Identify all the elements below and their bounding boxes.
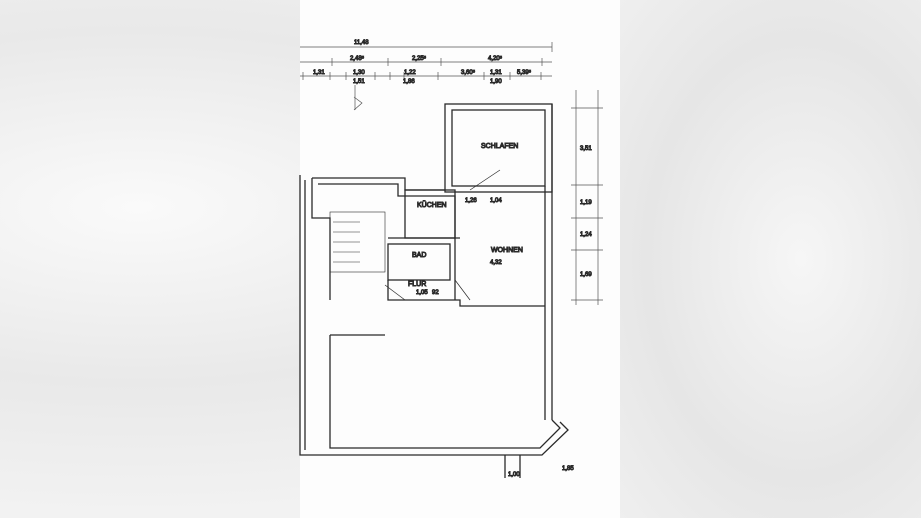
room-label-schlafen: SCHLAFEN: [481, 143, 518, 150]
blurred-background-right: [620, 0, 921, 518]
room-label-wohnen: WOHNEN: [491, 247, 523, 254]
dim-row2: 5,39⁵: [517, 69, 532, 76]
dim-row2: 1,30: [353, 70, 365, 76]
dim-row2: 3,60⁵: [461, 69, 476, 76]
dim-row1: 2,25⁵: [412, 55, 427, 62]
dim-row1: 2,48⁵: [350, 55, 365, 62]
dim-kitchen: 1,26: [465, 198, 477, 204]
dim-row1: 4,20⁵: [488, 55, 503, 62]
dim-bay: 1,00: [508, 472, 520, 478]
dim-row2: 1,31: [313, 70, 325, 76]
dim-flur: 1,05: [416, 290, 428, 296]
dim-right-chain: 3,51: [580, 146, 592, 152]
walls: [299, 103, 569, 478]
dim-row2-sub: 1,90: [490, 79, 502, 85]
room-label-flur: FLUR: [408, 281, 426, 288]
dim-wohnen-width: 4,32: [490, 260, 502, 266]
dimension-lines: [300, 42, 603, 305]
room-label-kuechen: KÜCHEN: [417, 201, 447, 209]
dim-right-chain: 1,24: [580, 232, 592, 238]
dim-right-chain: 1,19: [580, 200, 592, 206]
dim-row2-sub: 1,51: [353, 79, 365, 85]
dim-kitchen: 1,04: [490, 198, 502, 204]
dim-right-chain: 1,69: [580, 272, 592, 278]
dim-overall: 11,48: [354, 40, 369, 46]
dim-bay: 1,85: [562, 466, 574, 472]
room-label-bad: BAD: [412, 252, 426, 259]
dim-row2: 1,22: [404, 70, 416, 76]
dim-flur: 92: [432, 290, 439, 296]
dim-row2-sub: 1,86: [403, 79, 415, 85]
dim-row2: 1,31: [490, 70, 502, 76]
